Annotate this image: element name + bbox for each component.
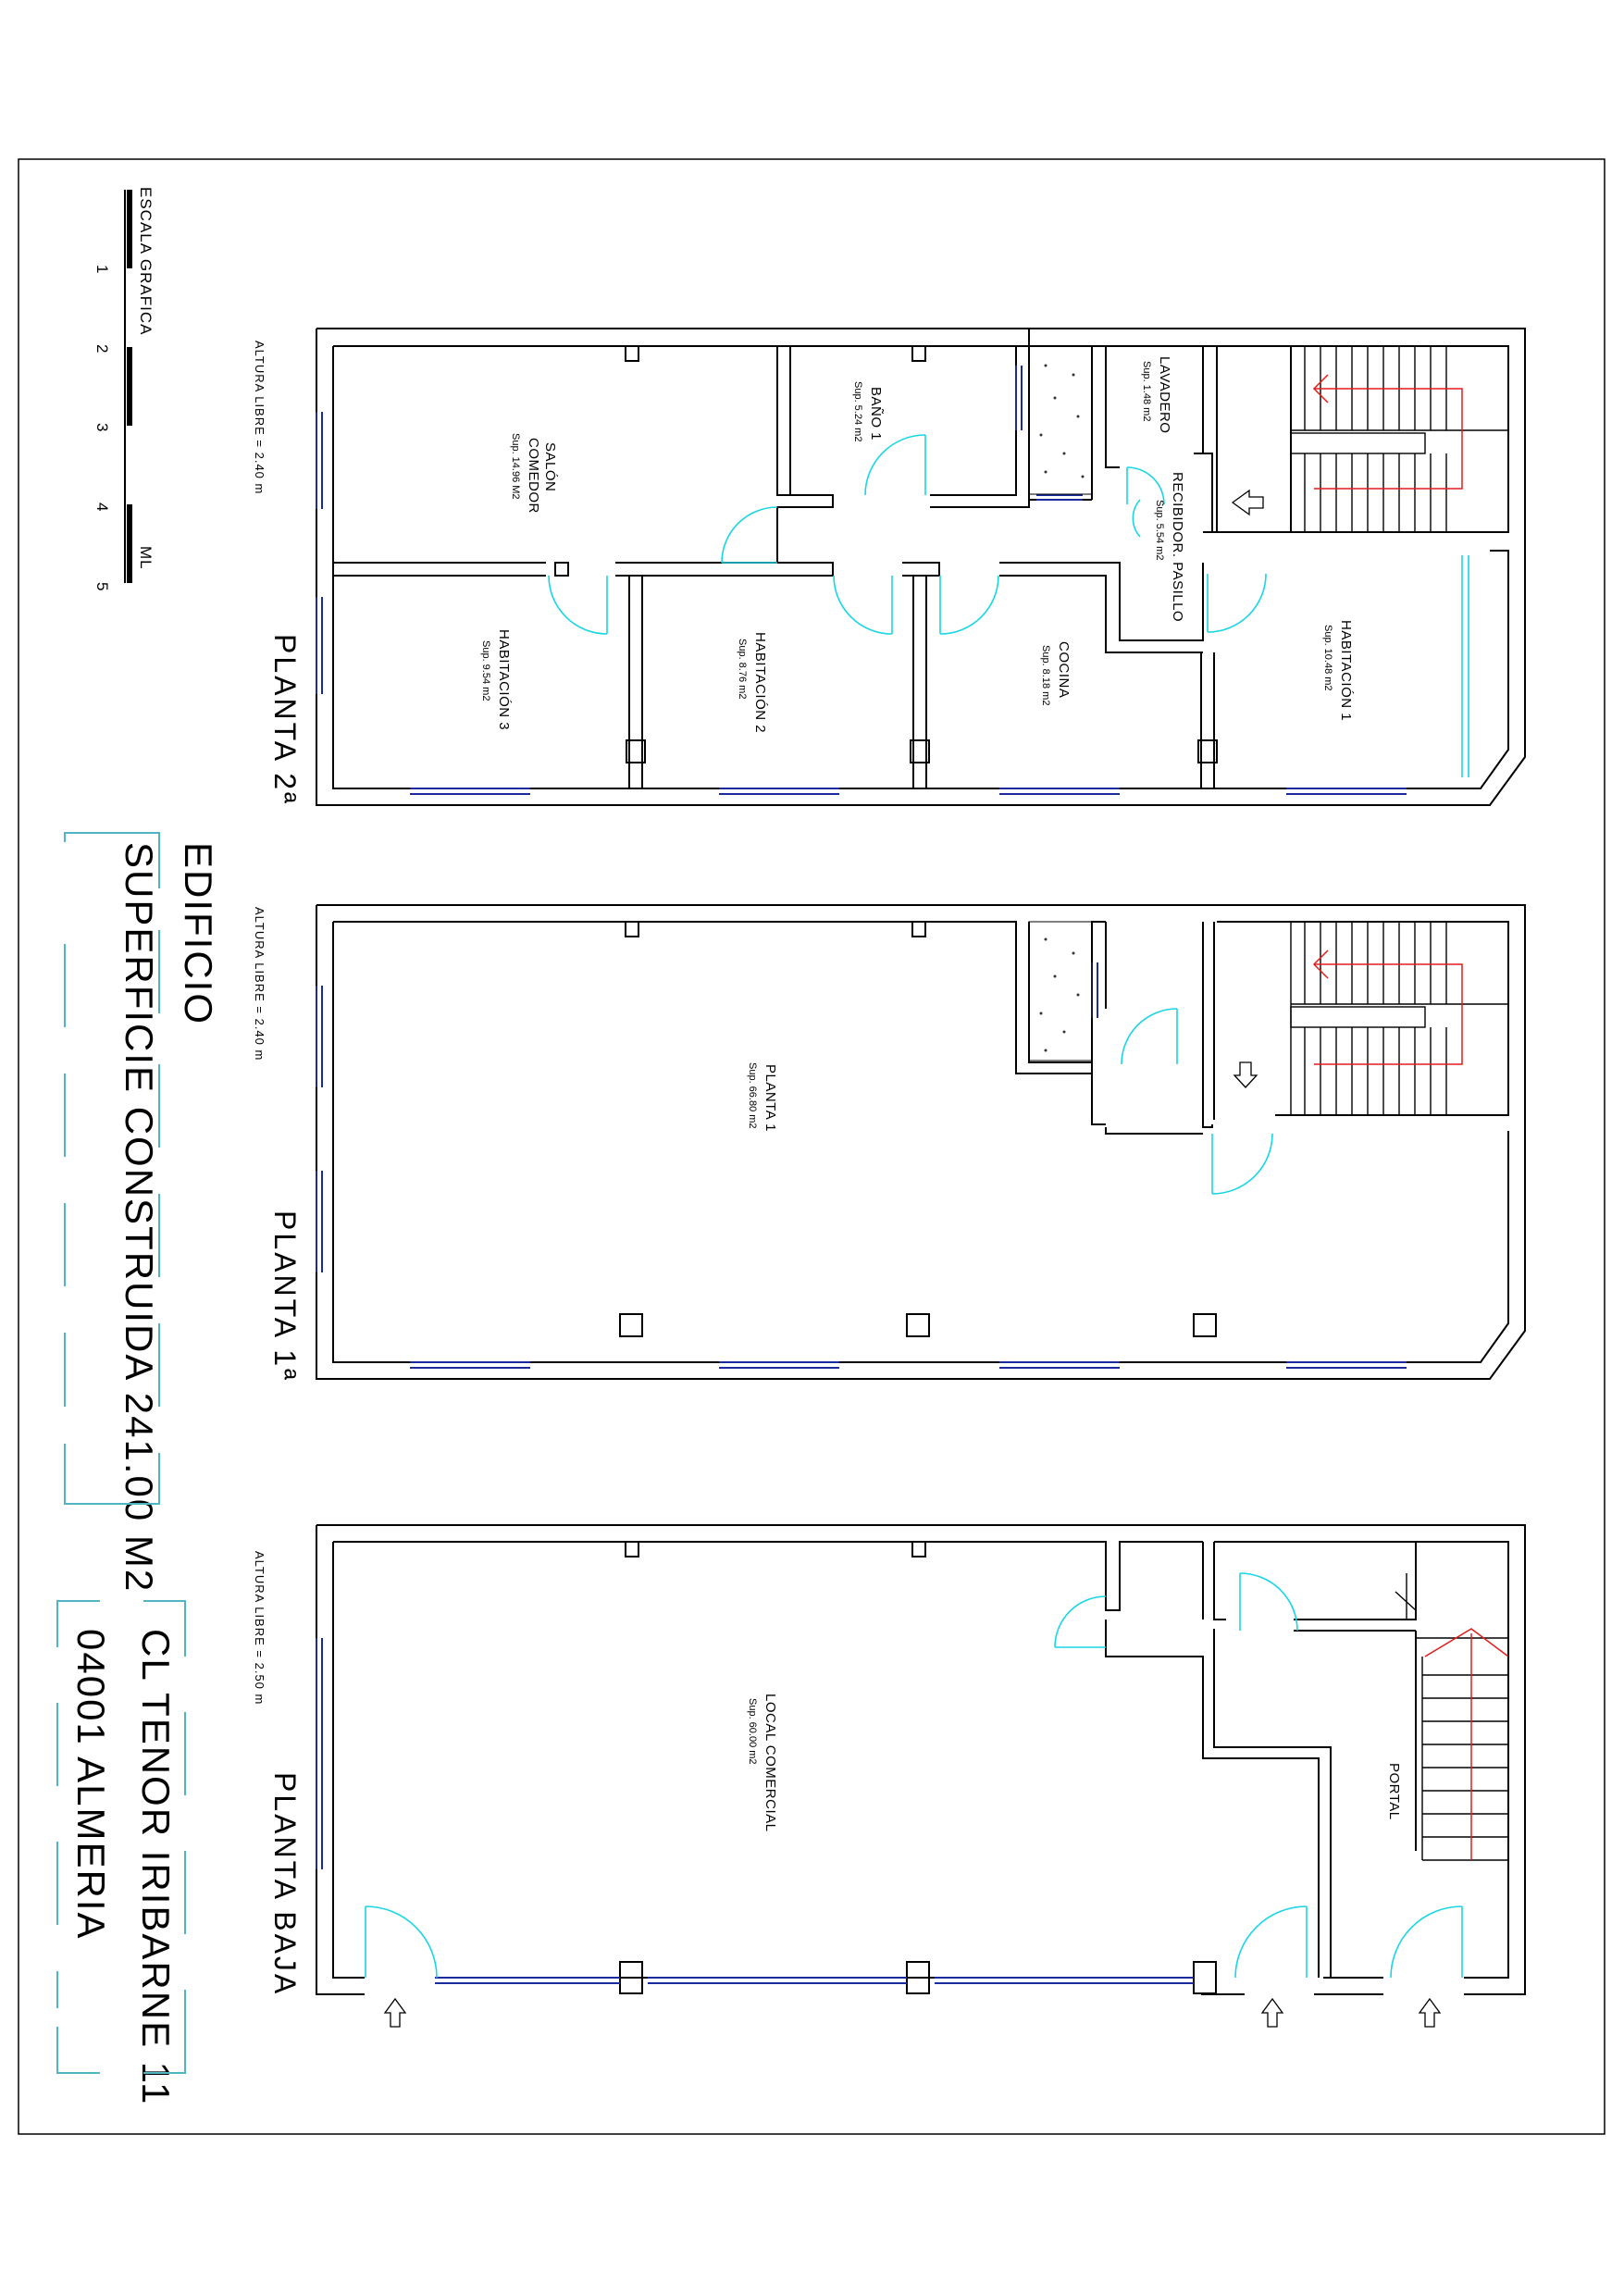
scale-tick-3: 3 — [93, 423, 111, 432]
room-planta1-area: Sup. 66.80 m2 — [747, 1062, 758, 1129]
building-label: EDIFICIO — [177, 842, 220, 1025]
plan-first-floor: ALTURA LIBRE = 2.40 m PLANTA 1ª — [253, 904, 1526, 1383]
room-cocina-name: COCINA — [1056, 641, 1072, 698]
room-lavadero-area: Sup. 1.48 m2 — [1141, 361, 1152, 421]
plan2-height: ALTURA LIBRE = 2.40 m — [253, 341, 267, 494]
plan-ground-floor: ALTURA LIBRE = 2.50 m PLANTA BAJA — [253, 1524, 1526, 2028]
room-hab3-name: HABITACIÓN 3 — [496, 629, 512, 730]
building-summary: EDIFICIO SUPERFICIE CONSTRUIDA 241.00 M2 — [64, 832, 220, 1593]
scale-tick-1: 1 — [93, 265, 111, 274]
room-cocina-area: Sup. 8.18 m2 — [1040, 645, 1051, 705]
room-salon-area: Sup. 14.96 M2 — [510, 433, 521, 500]
entry-arrow-icon — [1231, 489, 1264, 516]
scale-unit: ML — [137, 546, 155, 570]
room-lavadero-name: LAVADERO — [1157, 356, 1172, 433]
room-hab1-area: Sup. 10.48 m2 — [1322, 625, 1333, 691]
room-bano-name: BAÑO 1 — [868, 387, 884, 441]
address-city: 04001 ALMERIA — [69, 1629, 113, 1941]
room-hab1-name: HABITACIÓN 1 — [1338, 620, 1354, 721]
plan0-title: PLANTA BAJA — [268, 1772, 302, 1996]
entry-arrow-icon-side — [1260, 1997, 1284, 2028]
plan1-height: ALTURA LIBRE = 2.40 m — [253, 907, 267, 1061]
room-hab2-area: Sup. 8.76 m2 — [737, 639, 748, 699]
address-street: CL TENOR IRIBARNE 11 — [134, 1629, 178, 2105]
plan2-title: PLANTA 2ª — [268, 634, 302, 806]
plan1-title: PLANTA 1ª — [268, 1210, 302, 1383]
scale-tick-4: 4 — [93, 503, 111, 512]
room-salon-name2: COMEDOR — [526, 438, 541, 514]
room-portal-name: PORTAL — [1386, 1763, 1402, 1820]
room-hab2-name: HABITACIÓN 2 — [752, 632, 768, 733]
graphic-scale: ESCALA GRAFICA 1 2 3 4 5 ML — [93, 187, 155, 591]
plan0-height: ALTURA LIBRE = 2.50 m — [253, 1551, 267, 1705]
room-local-area: Sup. 60.00 m2 — [747, 1698, 758, 1765]
scale-tick-5: 5 — [93, 582, 111, 591]
room-recibidor-name: RECIBIDOR. PASILLO — [1170, 472, 1185, 622]
entry-arrow-icon-portal — [1418, 1997, 1442, 2028]
room-recibidor-area: Sup. 5.54 m2 — [1154, 500, 1165, 560]
built-area-label: SUPERFICIE CONSTRUIDA 241.00 M2 — [118, 842, 161, 1593]
plan-second-floor: ALTURA LIBRE = 2.40 m PLANTA 2ª — [253, 328, 1526, 806]
room-salon-name1: SALÓN — [542, 442, 558, 491]
scale-title: ESCALA GRAFICA — [137, 187, 155, 335]
down-arrow-icon — [1233, 1061, 1258, 1088]
address-block: CL TENOR IRIBARNE 11 04001 ALMERIA — [56, 1600, 186, 2105]
entry-arrow-icon-local — [383, 1997, 407, 2028]
scale-tick-2: 2 — [93, 344, 111, 354]
sheet-border — [18, 158, 1605, 2135]
room-local-name: LOCAL COMERCIAL — [762, 1694, 778, 1831]
room-planta1-name: PLANTA 1 — [762, 1064, 778, 1132]
room-bano-area: Sup. 5.24 m2 — [852, 381, 863, 441]
room-hab3-area: Sup. 9.54 m2 — [480, 640, 491, 701]
